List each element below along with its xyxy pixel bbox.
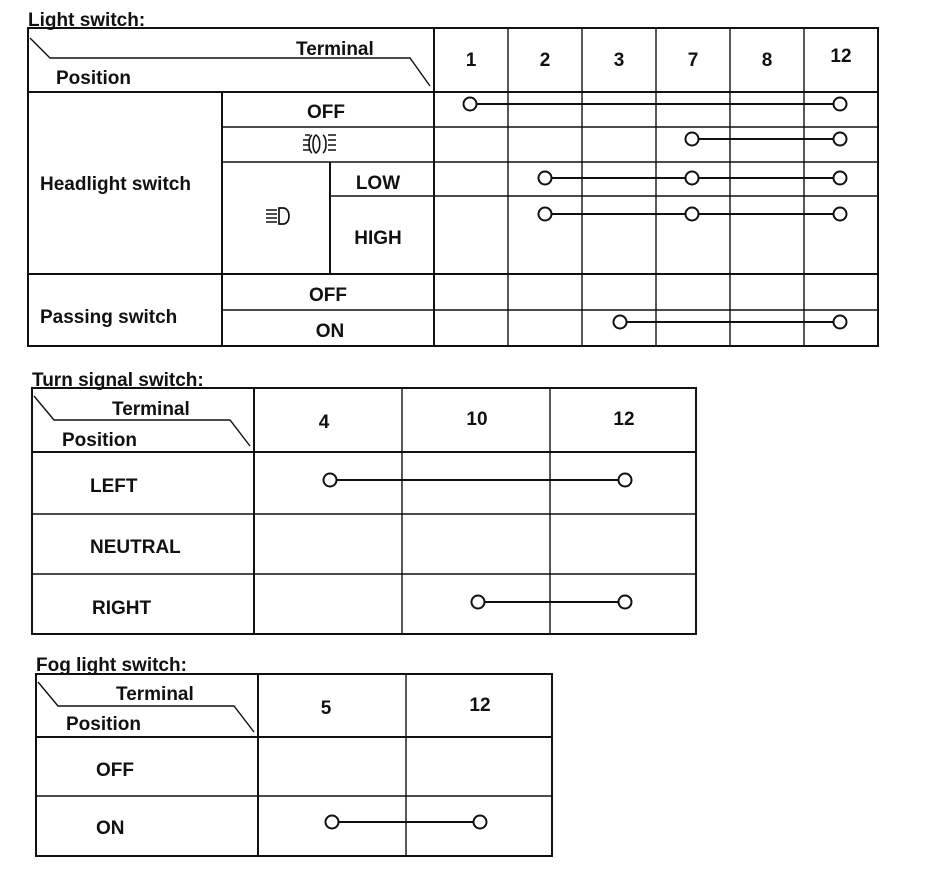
light-row-1-terminal-12-node bbox=[832, 131, 848, 147]
fog-row-1-terminal-12-node bbox=[472, 814, 488, 830]
light-row-low-label: LOW bbox=[356, 173, 400, 194]
headlight-switch-label: Headlight switch bbox=[40, 174, 191, 195]
turn-row-left-label: LEFT bbox=[90, 476, 138, 497]
passing-row-off-label: OFF bbox=[309, 285, 347, 306]
turn-row-0-terminal-4-node bbox=[322, 472, 338, 488]
turn-terminal-header: Terminal bbox=[112, 399, 190, 420]
light-row-off-label: OFF bbox=[307, 102, 345, 123]
fog-row-off-label: OFF bbox=[96, 760, 134, 781]
light-terminal-2: 2 bbox=[540, 50, 551, 71]
light-row-1-terminal-7-node bbox=[684, 131, 700, 147]
turn-row-0-terminal-12-node bbox=[617, 472, 633, 488]
turn-row-neutral-label: NEUTRAL bbox=[90, 537, 181, 558]
light-row-5-terminal-3-node bbox=[612, 314, 628, 330]
fog-light-table bbox=[35, 673, 553, 857]
light-row-0-terminal-1-node bbox=[462, 96, 478, 112]
turn-signal-switch-title: Turn signal switch: bbox=[32, 370, 204, 391]
light-row-5-terminal-12-node bbox=[832, 314, 848, 330]
light-position-header: Position bbox=[56, 68, 131, 89]
fog-row-on-label: ON bbox=[96, 818, 125, 839]
fog-light-switch-title: Fog light switch: bbox=[36, 655, 187, 676]
light-row-3-terminal-12-node bbox=[832, 206, 848, 222]
light-row-0-terminal-12-node bbox=[832, 96, 848, 112]
headlight-beam-icon bbox=[266, 207, 290, 225]
turn-terminal-12: 12 bbox=[613, 409, 634, 430]
light-terminal-header: Terminal bbox=[296, 39, 374, 60]
turn-terminal-10: 10 bbox=[466, 409, 487, 430]
light-terminal-7: 7 bbox=[688, 50, 699, 71]
turn-signal-table bbox=[31, 387, 697, 635]
fog-row-1-terminal-5-node bbox=[324, 814, 340, 830]
continuity-layer bbox=[322, 96, 848, 830]
light-row-3-terminal-7-node bbox=[684, 206, 700, 222]
turn-row-2-terminal-10-node bbox=[470, 594, 486, 610]
parking-light-icon bbox=[303, 134, 336, 154]
fog-terminal-5: 5 bbox=[321, 698, 332, 719]
light-row-2-terminal-2-node bbox=[537, 170, 553, 186]
light-terminal-1: 1 bbox=[466, 50, 477, 71]
light-terminal-3: 3 bbox=[614, 50, 625, 71]
light-switch-table bbox=[27, 27, 879, 347]
fog-position-header: Position bbox=[66, 714, 141, 735]
light-terminal-8: 8 bbox=[762, 50, 773, 71]
fog-terminal-12: 12 bbox=[469, 695, 490, 716]
passing-row-on-label: ON bbox=[316, 321, 345, 342]
light-row-3-terminal-2-node bbox=[537, 206, 553, 222]
light-row-2-terminal-7-node bbox=[684, 170, 700, 186]
light-row-2-terminal-12-node bbox=[832, 170, 848, 186]
turn-terminal-4: 4 bbox=[319, 412, 330, 433]
light-row-high-label: HIGH bbox=[354, 228, 402, 249]
turn-row-2-terminal-12-node bbox=[617, 594, 633, 610]
passing-switch-label: Passing switch bbox=[40, 307, 177, 328]
light-terminal-12: 12 bbox=[830, 46, 851, 67]
turn-row-right-label: RIGHT bbox=[92, 598, 152, 619]
fog-terminal-header: Terminal bbox=[116, 684, 194, 705]
light-switch-title: Light switch: bbox=[28, 10, 145, 31]
turn-position-header: Position bbox=[62, 430, 137, 451]
